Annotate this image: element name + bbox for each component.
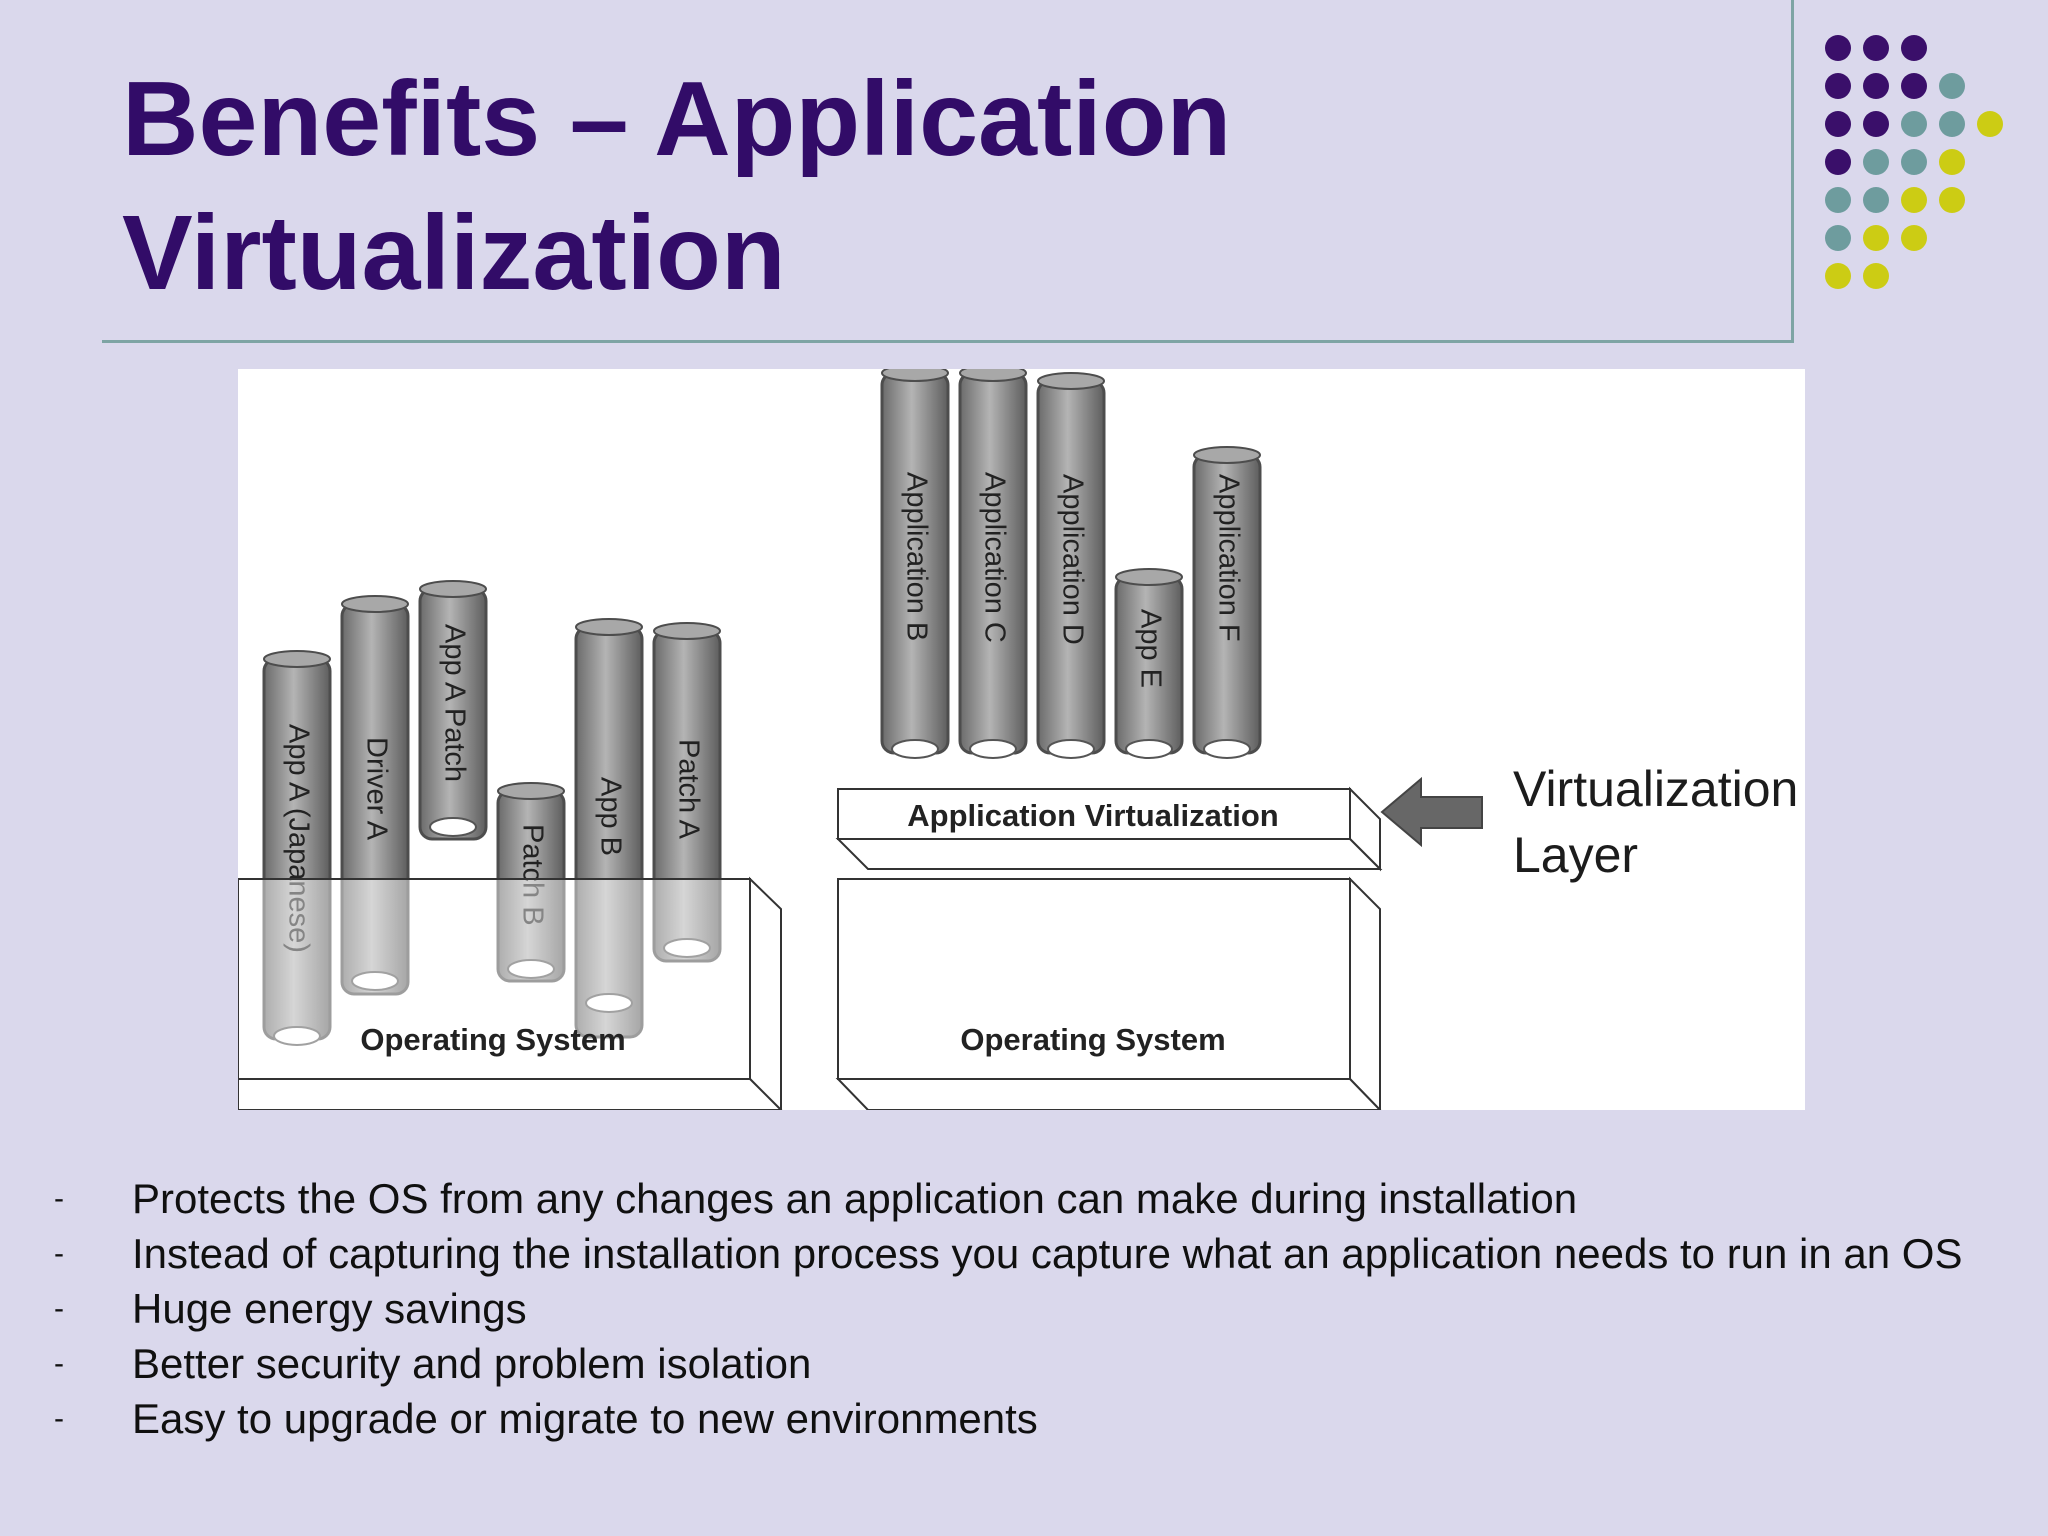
- label-app-a-patch: App A Patch: [438, 624, 470, 782]
- right-os-label: Operating System: [960, 1022, 1225, 1057]
- decor-dot: [1901, 225, 1927, 251]
- decor-dot: [1863, 225, 1889, 251]
- decor-dot: [1901, 35, 1927, 61]
- label-app-b: App B: [594, 777, 626, 856]
- decorative-dots: [1825, 35, 2003, 289]
- label-patch-a: Patch A: [672, 739, 704, 840]
- label-application-c: Application C: [978, 472, 1010, 643]
- bullet-dash: -: [54, 1347, 64, 1380]
- slide-title-line-2: Virtualization: [122, 194, 786, 312]
- decor-dot: [1825, 187, 1851, 213]
- decor-dot: [1901, 187, 1927, 213]
- benefit-list: - Protects the OS from any changes an app…: [0, 1178, 2048, 1453]
- label-app-a-japanese: App A (Japanese): [282, 724, 314, 953]
- cylinder-app-a-japanese: App A (Japanese): [262, 650, 332, 1046]
- cylinder-application-f: Application F: [1192, 446, 1262, 759]
- bullet-item: - Easy to upgrade or migrate to new envir…: [0, 1398, 2048, 1440]
- decor-dot: [1825, 35, 1851, 61]
- decor-dot: [1939, 73, 1965, 99]
- cylinder-app-b: App B: [574, 618, 644, 1039]
- corner-divider: [1791, 0, 1794, 343]
- bullet-dash: -: [54, 1237, 64, 1270]
- cylinder-application-d: Application D: [1036, 372, 1106, 759]
- decor-dot: [1863, 73, 1889, 99]
- decor-dot: [1901, 149, 1927, 175]
- left-arrow-icon: [1380, 776, 1483, 848]
- title-divider: [102, 340, 1794, 343]
- decor-dot: [1863, 263, 1889, 289]
- label-app-e: App E: [1134, 609, 1166, 688]
- bullet-text: Protects the OS from any changes an appl…: [132, 1175, 1578, 1222]
- label-application-f: Application F: [1212, 474, 1244, 642]
- bullet-text: Instead of capturing the installation pr…: [132, 1230, 1963, 1277]
- decor-dot: [1901, 73, 1927, 99]
- bullet-dash: -: [54, 1292, 64, 1325]
- bullet-text: Better security and problem isolation: [132, 1340, 812, 1387]
- decor-dot: [1939, 111, 1965, 137]
- slide-title: Benefits – Application Virtualization: [122, 52, 1231, 320]
- virt-bar-label: Application Virtualization: [907, 798, 1278, 833]
- label-application-b: Application B: [900, 472, 932, 641]
- decor-dot: [1901, 111, 1927, 137]
- slide-title-line-1: Benefits – Application: [122, 60, 1232, 178]
- bullet-text: Huge energy savings: [132, 1285, 527, 1332]
- decor-dot: [1863, 35, 1889, 61]
- left-os-box: Operating System: [237, 876, 784, 1113]
- decor-dot: [1977, 111, 2003, 137]
- decor-dot: [1939, 187, 1965, 213]
- cylinder-application-c: Application C: [958, 364, 1028, 759]
- callout-layer: Layer: [1513, 827, 1638, 883]
- bullet-item: - Better security and problem isolation: [0, 1343, 2048, 1385]
- bullet-text: Easy to upgrade or migrate to new enviro…: [132, 1395, 1038, 1442]
- left-os-label: Operating System: [360, 1022, 625, 1057]
- decor-dot: [1825, 73, 1851, 99]
- decor-dot: [1825, 263, 1851, 289]
- bullet-item: - Huge energy savings: [0, 1288, 2048, 1330]
- bullet-item: - Protects the OS from any changes an app…: [0, 1178, 2048, 1220]
- label-patch-b: Patch B: [516, 824, 548, 926]
- decor-dot: [1863, 111, 1889, 137]
- decor-dot: [1939, 149, 1965, 175]
- cylinder-patch-b: Patch B: [496, 782, 566, 983]
- decor-dot: [1825, 149, 1851, 175]
- decor-dot: [1825, 111, 1851, 137]
- bullet-item: - Instead of capturing the installation p…: [0, 1233, 2048, 1275]
- cylinder-app-e: App E: [1114, 568, 1184, 759]
- cylinder-application-b: Application B: [880, 364, 950, 759]
- label-application-d: Application D: [1056, 474, 1088, 645]
- cylinder-driver-a: Driver A: [340, 595, 410, 996]
- cylinder-app-a-patch: App A Patch: [418, 580, 488, 841]
- virtualization-layer-bar: Application Virtualization: [835, 786, 1383, 872]
- bullet-dash: -: [54, 1402, 64, 1435]
- callout-virtualization: Virtualization: [1513, 761, 1798, 817]
- virtualization-diagram: App A (Japanese) Driver A App A Patch Pa…: [237, 364, 1805, 1113]
- decor-dot: [1825, 225, 1851, 251]
- decor-dot: [1863, 187, 1889, 213]
- label-driver-a: Driver A: [360, 737, 392, 841]
- decor-dot: [1863, 149, 1889, 175]
- right-os-box: Operating System: [835, 876, 1383, 1113]
- bullet-dash: -: [54, 1182, 64, 1215]
